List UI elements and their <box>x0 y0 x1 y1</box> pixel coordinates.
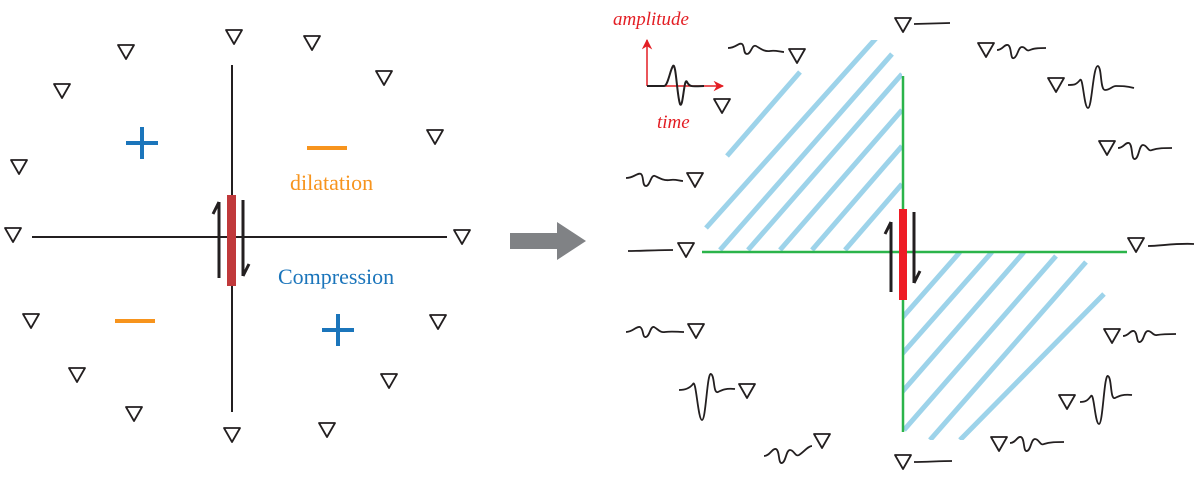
station-icon <box>223 427 241 443</box>
left-slip-arrows <box>211 200 251 278</box>
waveform <box>678 373 736 421</box>
station-icon <box>894 454 912 470</box>
station-icon <box>813 433 831 449</box>
station-icon <box>53 83 71 99</box>
waveform <box>763 445 813 464</box>
station-icon <box>1103 328 1121 344</box>
station-icon <box>713 98 731 114</box>
waveform <box>625 172 684 187</box>
station-icon <box>687 323 705 339</box>
waveform <box>913 22 951 25</box>
right-arrow-icon <box>510 222 586 260</box>
station-icon <box>426 129 444 145</box>
waveform <box>1009 436 1065 452</box>
station-icon <box>738 383 756 399</box>
amplitude-label: amplitude <box>613 9 689 30</box>
station-icon <box>894 17 912 33</box>
station-icon <box>1098 140 1116 156</box>
station-icon <box>68 367 86 383</box>
left-fault <box>227 195 236 286</box>
station-icon <box>1058 394 1076 410</box>
station-icon <box>380 373 398 389</box>
compression-label: Compression <box>278 264 394 289</box>
station-icon <box>10 159 28 175</box>
waveform <box>1079 375 1133 425</box>
station-icon <box>429 314 447 330</box>
station-icon <box>117 44 135 60</box>
waveform <box>996 44 1047 59</box>
sample-waveform <box>647 64 705 106</box>
hatch-dilatation-upper <box>704 40 902 252</box>
station-icon <box>686 172 704 188</box>
left-plus-sign-upper <box>126 127 158 159</box>
left-plus-sign-lower <box>322 314 354 346</box>
station-icon <box>788 48 806 64</box>
station-icon <box>125 406 143 422</box>
station-icon <box>977 42 995 58</box>
station-icon <box>375 70 393 86</box>
left-panel: dilatation Compression <box>4 29 471 443</box>
station-icon <box>4 227 22 243</box>
station-icon <box>1127 237 1145 253</box>
waveform <box>625 326 685 338</box>
station-icon <box>453 229 471 245</box>
station-icon <box>318 422 336 438</box>
station-icon <box>677 242 695 258</box>
right-panel: amplitude time <box>613 9 1195 470</box>
waveform <box>913 460 953 463</box>
waveform <box>1117 142 1173 160</box>
waveform <box>1067 65 1135 109</box>
waveform <box>627 249 674 252</box>
station-icon <box>1047 77 1065 93</box>
right-fault <box>899 209 907 300</box>
waveform <box>1122 330 1177 343</box>
station-icon <box>990 436 1008 452</box>
dilatation-label: dilatation <box>290 170 373 195</box>
hatch-dilatation-lower <box>902 252 1106 440</box>
right-slip-arrows <box>883 212 922 292</box>
waveform <box>1147 242 1195 247</box>
station-icon <box>303 35 321 51</box>
waveform <box>727 42 785 55</box>
station-icon <box>225 29 243 45</box>
station-icon <box>22 313 40 329</box>
right-stations <box>625 17 1195 470</box>
time-label: time <box>657 112 690 133</box>
amplitude-time-axes <box>641 38 725 106</box>
